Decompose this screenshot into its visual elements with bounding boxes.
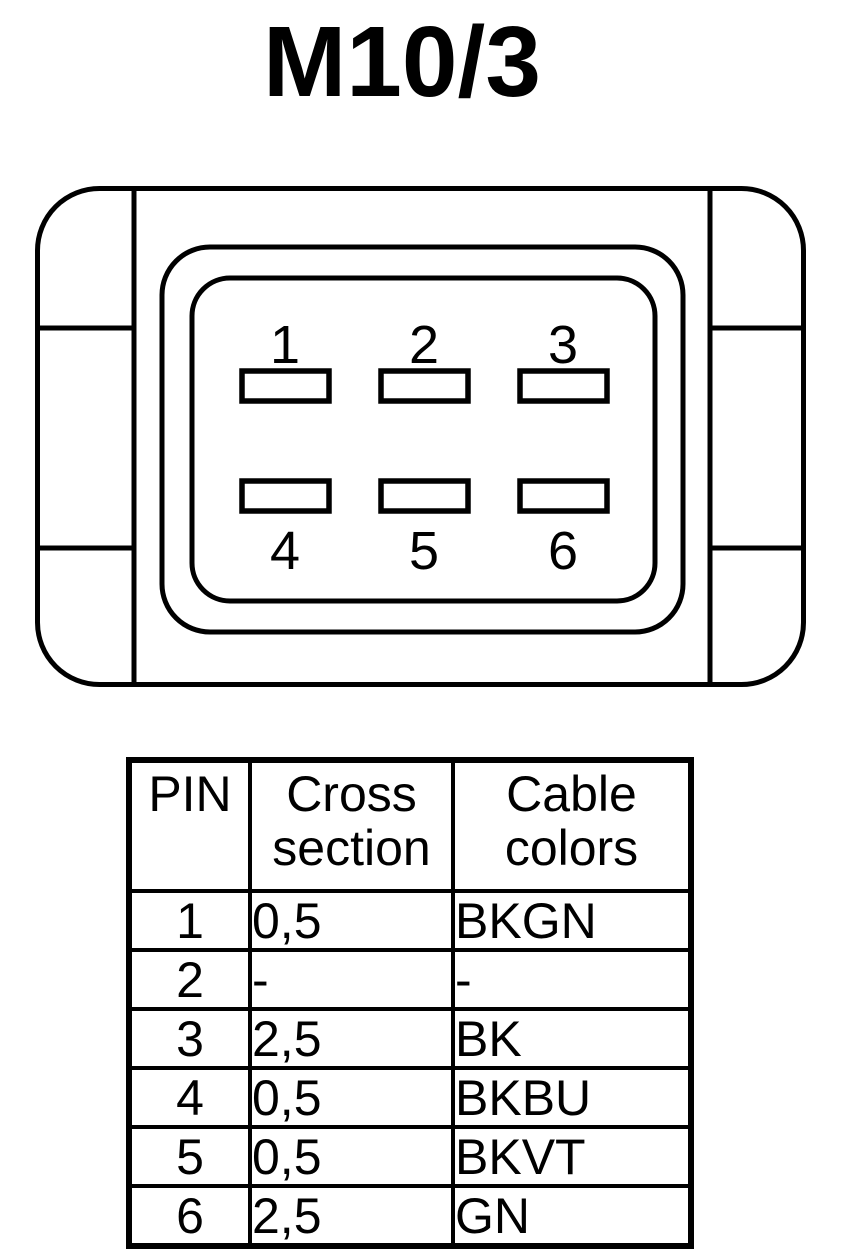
header-pin: PIN — [127, 758, 252, 893]
pin-number-5: 5 — [409, 521, 439, 581]
cable-color-cell: BKBU — [451, 1066, 693, 1129]
pin-number-3: 3 — [548, 315, 578, 375]
pin-number-2: 2 — [409, 315, 439, 375]
cross-section-cell: 0,5 — [248, 889, 455, 952]
cable-color-cell: - — [451, 948, 693, 1011]
cross-section-cell: 2,5 — [248, 1184, 455, 1248]
pin-cell: 1 — [127, 889, 252, 952]
cable-color-cell: BK — [451, 1007, 693, 1070]
pin-number-6: 6 — [548, 521, 578, 581]
pin-cell: 6 — [127, 1184, 252, 1248]
pin-slot-3 — [517, 368, 610, 404]
pin-slot-1 — [239, 368, 332, 404]
connector-drawing: 1 2 3 4 5 6 — [35, 186, 806, 687]
cable-color-cell: GN — [451, 1184, 693, 1248]
pin-cell: 3 — [127, 1007, 252, 1070]
table-header-row: PIN Cross section Cable colors — [127, 758, 693, 893]
table-row: 4 0,5 BKBU — [127, 1066, 693, 1129]
header-cable-colors: Cable colors — [451, 758, 693, 893]
pin-slot-6 — [517, 478, 610, 514]
table-row: 6 2,5 GN — [127, 1184, 693, 1248]
pin-cell: 4 — [127, 1066, 252, 1129]
pin-number-1: 1 — [270, 315, 300, 375]
table-row: 5 0,5 BKVT — [127, 1125, 693, 1188]
connector-shroud-outer — [159, 244, 686, 635]
page-title: M10/3 — [263, 6, 541, 118]
table-row: 2 - - — [127, 948, 693, 1011]
pin-assignment-table: PIN Cross section Cable colors 1 0,5 BKG… — [126, 757, 694, 1249]
connector-outer-housing — [35, 186, 806, 687]
cable-color-cell: BKVT — [451, 1125, 693, 1188]
pin-slot-4 — [239, 478, 332, 514]
pin-cell: 5 — [127, 1125, 252, 1188]
cross-section-cell: 0,5 — [248, 1125, 455, 1188]
table-row: 3 2,5 BK — [127, 1007, 693, 1070]
table-row: 1 0,5 BKGN — [127, 889, 693, 952]
cable-color-cell: BKGN — [451, 889, 693, 952]
pin-cell: 2 — [127, 948, 252, 1011]
cross-section-cell: 2,5 — [248, 1007, 455, 1070]
cross-section-cell: 0,5 — [248, 1066, 455, 1129]
connector-diagram: 1 2 3 4 5 6 — [35, 186, 806, 687]
header-cross-section: Cross section — [248, 758, 455, 893]
pin-slot-5 — [378, 478, 471, 514]
connector-shroud-inner — [189, 275, 658, 604]
pin-slot-2 — [378, 368, 471, 404]
pin-number-4: 4 — [270, 521, 300, 581]
cross-section-cell: - — [248, 948, 455, 1011]
